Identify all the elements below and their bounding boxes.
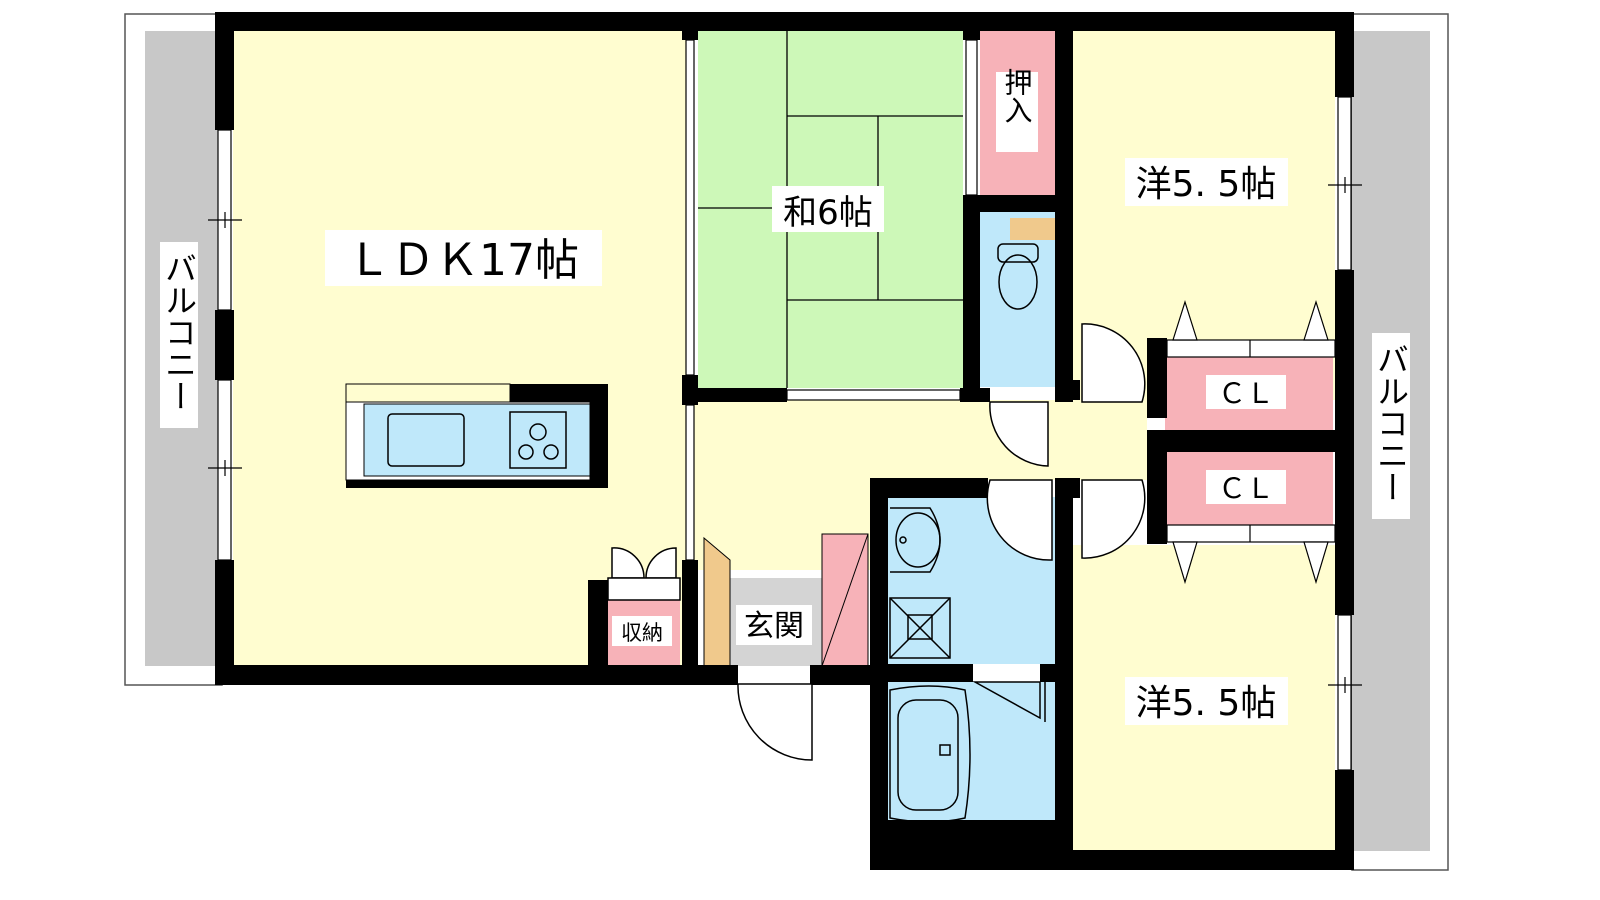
window-marks <box>208 177 1362 693</box>
room-label-ldk: ＬＤＫ17帖 <box>347 235 579 286</box>
room-label-shuno: 収納 <box>621 621 663 645</box>
toilet-floor <box>980 212 1055 387</box>
toilet-icon <box>997 218 1055 310</box>
door-room-lower <box>1081 479 1146 559</box>
exterior-walls <box>215 12 1354 870</box>
balcony-label-left: バルコニー <box>160 252 198 412</box>
bathtub-icon <box>889 685 971 823</box>
hall-floor <box>687 400 1147 480</box>
room-label-closet-upper: ＣＬ <box>1218 377 1274 410</box>
balcony-label-right: バルコニー <box>1372 343 1410 503</box>
door-entrance <box>737 683 813 761</box>
kitchen-counter <box>345 383 608 488</box>
doors <box>607 323 1146 761</box>
door-washroom <box>986 479 1053 561</box>
windows <box>217 39 1352 771</box>
door-toilet <box>989 401 1049 467</box>
closet-doors <box>1172 300 1329 585</box>
room-label-washitsu: 和6帖 <box>783 193 873 233</box>
room-label-yoshitsu-upper: 洋5. 5帖 <box>1136 164 1277 205</box>
door-bathroom <box>972 681 1041 720</box>
room-label-oshiire: 押入 <box>1001 68 1034 124</box>
washbasin-icon <box>890 507 941 573</box>
interior-walls <box>682 30 1335 868</box>
room-label-genkan: 玄関 <box>744 609 804 644</box>
stove-icon <box>509 411 567 469</box>
balcony-left <box>124 13 223 686</box>
sink-icon <box>387 413 465 467</box>
room-label-yoshitsu-lower: 洋5. 5帖 <box>1136 683 1277 724</box>
shoe-box <box>703 536 731 667</box>
door-room-upper <box>1081 323 1146 403</box>
room-label-closet-lower: ＣＬ <box>1218 472 1274 505</box>
washing-machine-icon <box>889 597 951 659</box>
